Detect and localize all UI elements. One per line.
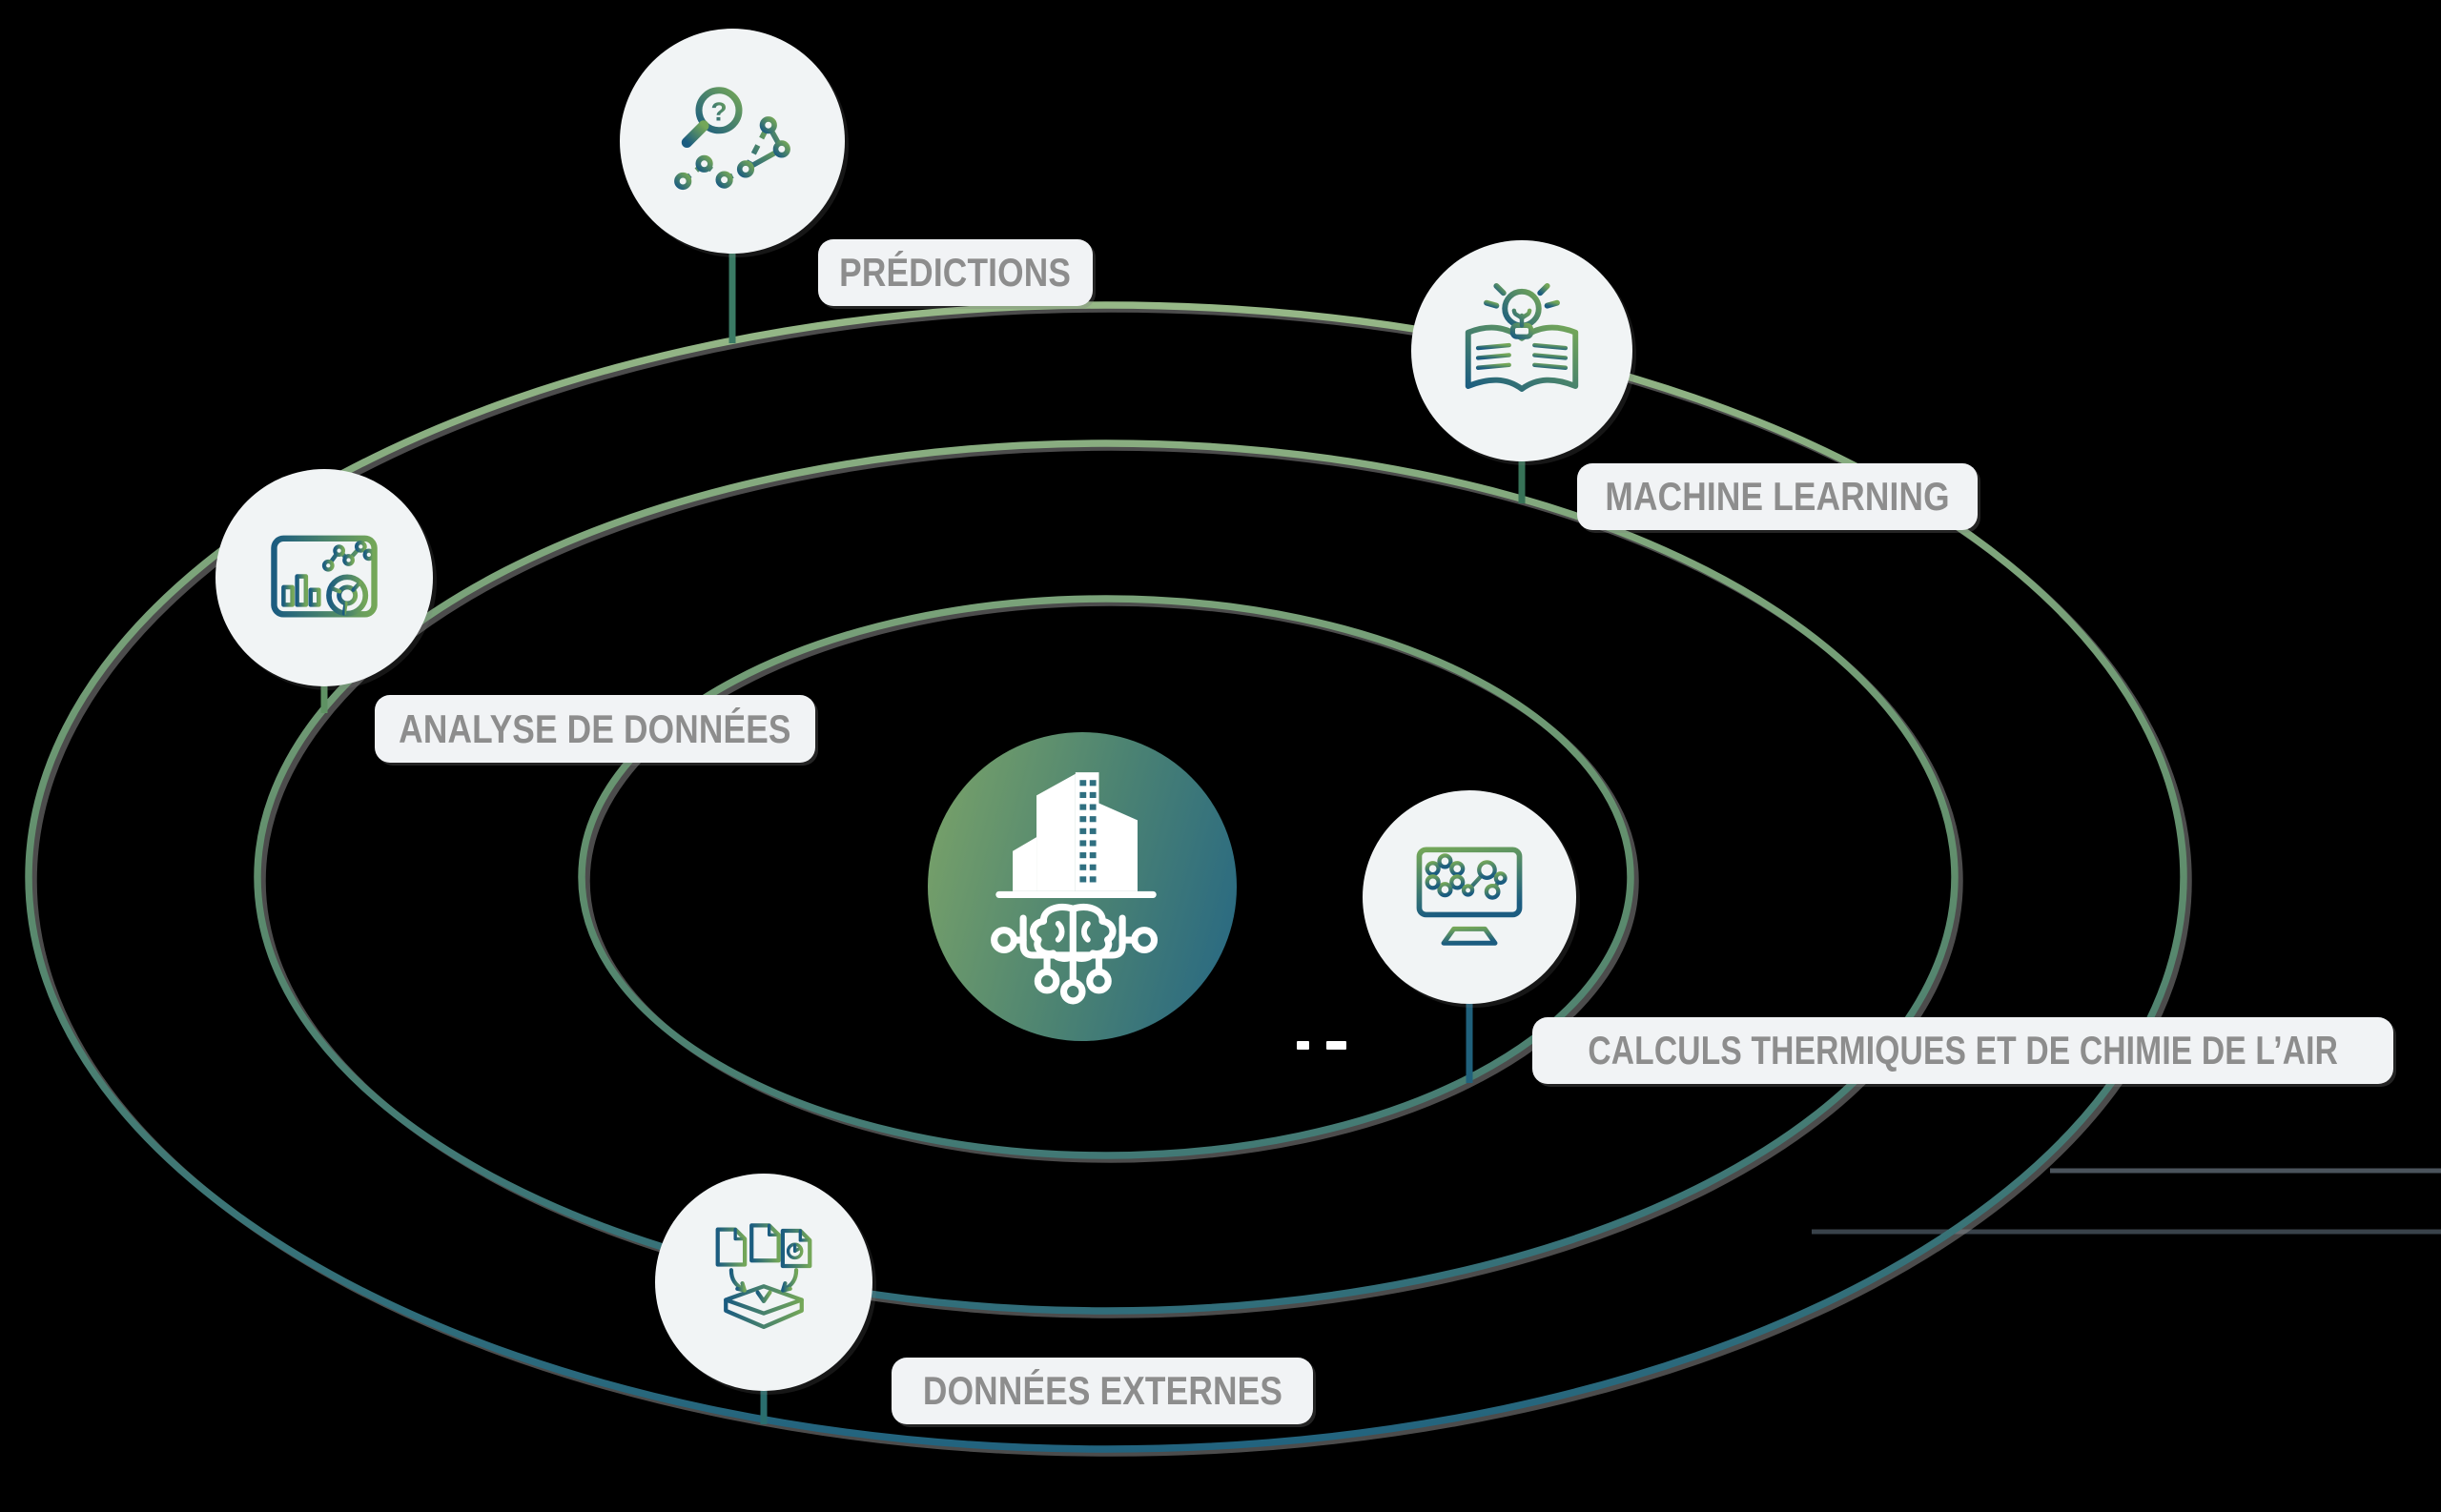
label-machine-learning-text: MACHINE LEARNING — [1605, 474, 1950, 519]
tower-windows — [1079, 780, 1097, 883]
label-thermal-chemistry-text: CALCULS THERMIQUES ET DE CHIMIE DE L’AIR — [1588, 1028, 2338, 1073]
label-data-analysis: ANALYSE DE DONNÉES — [375, 695, 815, 763]
node-external-data — [655, 1174, 872, 1391]
dash-mark — [1326, 1041, 1346, 1050]
label-external-data-text: DONNÉES EXTERNES — [922, 1368, 1282, 1413]
label-thermal-chemistry: CALCULS THERMIQUES ET DE CHIMIE DE L’AIR — [1532, 1017, 2393, 1084]
label-external-data: DONNÉES EXTERNES — [892, 1358, 1313, 1424]
orbit-middle — [254, 439, 1959, 1315]
magnifier-chart-icon: ? — [674, 87, 790, 191]
node-stems — [320, 250, 1526, 1424]
label-predictions: PRÉDICTIONS — [818, 239, 1093, 306]
brain-circuit — [991, 903, 1159, 1005]
svg-text:?: ? — [710, 96, 727, 126]
dashboard-charts-icon — [271, 535, 378, 618]
node-predictions: ? — [620, 29, 845, 254]
label-data-analysis-text: ANALYSE DE DONNÉES — [399, 705, 791, 751]
orbit-outer — [25, 301, 2187, 1453]
documents-import-icon — [715, 1223, 812, 1329]
monitor-molecules-icon — [1416, 847, 1523, 946]
book-lightbulb-icon — [1465, 282, 1579, 392]
label-machine-learning: MACHINE LEARNING — [1577, 463, 1978, 530]
node-machine-learning — [1411, 240, 1632, 461]
node-thermal-chemistry — [1363, 790, 1576, 1004]
label-predictions-text: PRÉDICTIONS — [839, 250, 1072, 295]
node-data-analysis — [215, 469, 433, 686]
orbit-inner — [578, 595, 1634, 1159]
building-ai-icon — [991, 772, 1159, 1005]
central-hub — [928, 732, 1237, 1041]
dash-mark — [1297, 1041, 1309, 1050]
